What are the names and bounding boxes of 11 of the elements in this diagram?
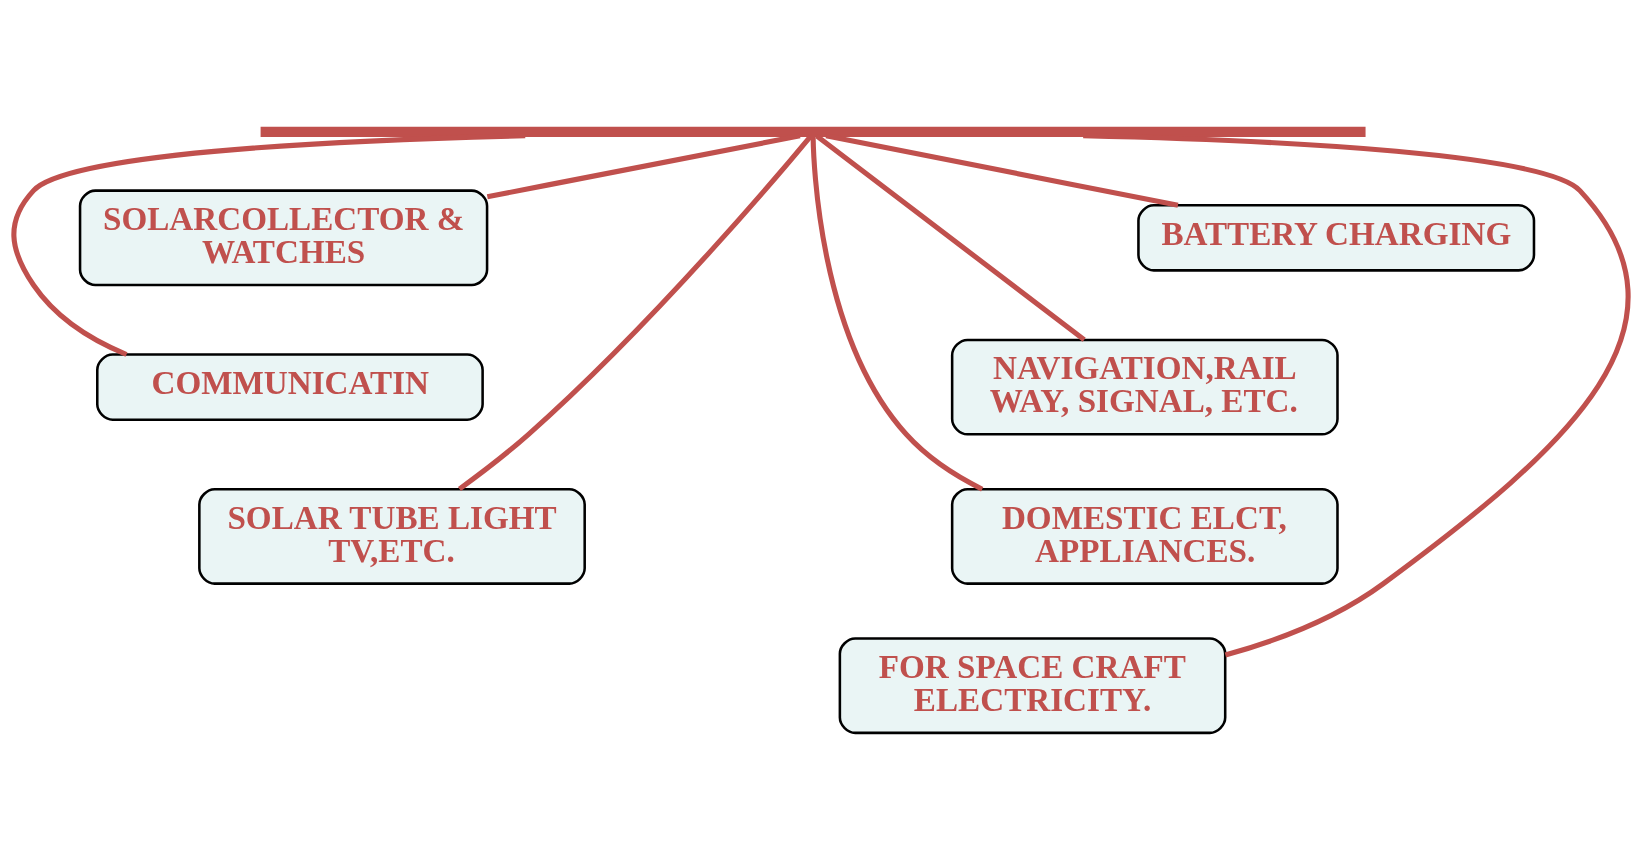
node-box: COMMUNICATIN bbox=[96, 353, 484, 421]
node-bar bbox=[260, 126, 1366, 138]
node-box: SOLARCOLLECTOR & WATCHES bbox=[78, 189, 489, 287]
node-box: BATTERY CHARGING bbox=[1137, 204, 1536, 272]
connector bbox=[458, 134, 813, 491]
node-box: DOMESTIC ELCT, APPLIANCES. bbox=[950, 487, 1339, 585]
node-box: NAVIGATION,RAIL WAY, SIGNAL, ETC. bbox=[950, 338, 1339, 436]
node-box: SOLAR TUBE LIGHT TV,ETC. bbox=[198, 487, 586, 585]
connector bbox=[815, 134, 1086, 342]
connector bbox=[810, 135, 984, 492]
node-box: FOR SPACE CRAFT ELECTRICITY. bbox=[838, 637, 1227, 735]
